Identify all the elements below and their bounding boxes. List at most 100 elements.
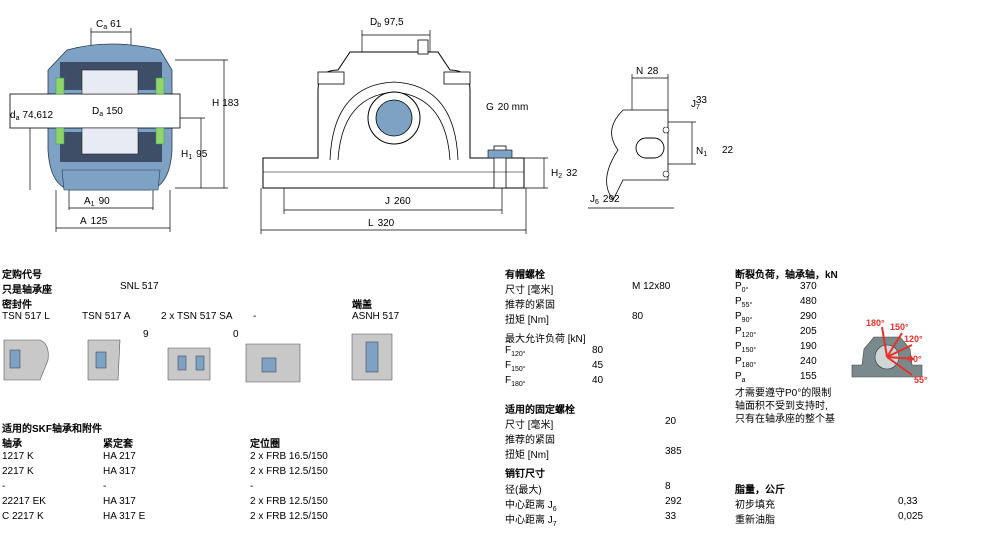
housing-value: SNL 517 [120, 281, 159, 292]
table-cell: 2 x FRB 16.5/150 [250, 451, 328, 462]
grease-title: 脂量，公斤 [735, 485, 785, 496]
seal-item: 2 x TSN 517 SA [161, 311, 233, 322]
dowel-diameter-value: 8 [665, 481, 671, 492]
grease-refill-label: 重新油脂 [735, 515, 775, 526]
breaking-title: 断裂负荷，轴承轴，kN [735, 270, 838, 281]
cap-size-label: 尺寸 [毫米] [505, 285, 554, 296]
fix-size-value: 20 [665, 416, 677, 427]
seal-thumbnails [3, 333, 393, 383]
svg-text:J7: J7 [691, 99, 700, 111]
skf-title: 适用的SKF轴承和附件 [2, 424, 102, 435]
angle-label-150: 150° [890, 322, 909, 332]
breaking-label: P150° [735, 341, 757, 354]
breaking-value: 370 [800, 281, 817, 292]
skf-header: 定位圈 [250, 439, 280, 450]
table-cell: - [250, 481, 254, 492]
breaking-label: Pa [735, 371, 746, 384]
breaking-value: 155 [800, 371, 817, 382]
table-cell: 2 x FRB 12.5/150 [250, 466, 328, 477]
seal-item: TSN 517 A [82, 311, 131, 322]
dowel-j7-label: 中心距离 J7 [505, 515, 557, 528]
fix-recommended-label: 推荐的紧固 [505, 435, 555, 446]
table-cell: HA 217 [103, 451, 136, 462]
breaking-note: 只有在轴承座的整个基 [735, 414, 835, 425]
fix-torque-label: 扭矩 [Nm] [505, 450, 549, 461]
dowel-j6-value: 292 [665, 496, 682, 507]
load-label: F120° [505, 345, 526, 358]
breaking-value: 480 [800, 296, 817, 307]
grease-refill-value: 0,025 [898, 511, 924, 522]
svg-text:33: 33 [696, 95, 708, 106]
skf-header: 紧定套 [103, 439, 133, 450]
fix-torque-value: 385 [665, 446, 682, 457]
table-cell: C 2217 K [2, 511, 44, 522]
cap-torque-value: 80 [632, 311, 644, 322]
svg-text:N1: N1 [696, 146, 707, 158]
table-cell: 1217 K [2, 451, 34, 462]
seals-title: 密封件 [2, 300, 32, 311]
load-angle-diagram: 180° 150° 120° 90° 55° [851, 318, 928, 385]
svg-text:G20 mm: G20 mm [486, 102, 528, 113]
max-load-label: 最大允许负荷 [kN] [505, 334, 586, 345]
table-cell: - [103, 481, 107, 492]
endcover-value: ASNH 517 [352, 311, 400, 322]
table-cell: - [2, 481, 6, 492]
skf-header: 轴承 [2, 439, 22, 450]
load-label: F150° [505, 360, 526, 373]
fix-size-label: 尺寸 [毫米] [505, 420, 554, 431]
seal-item: TSN 517 L [2, 311, 50, 322]
cap-torque-label: 扭矩 [Nm] [505, 315, 549, 326]
table-cell: HA 317 [103, 496, 136, 507]
table-cell: 2 x FRB 12.5/150 [250, 496, 328, 507]
grease-initial-value: 0,33 [898, 496, 918, 507]
dowel-j7-value: 33 [665, 511, 677, 522]
dowel-title: 销钉尺寸 [505, 469, 545, 480]
dowel-j6-label: 中心距离 J6 [505, 500, 557, 513]
n1-value: 22 [722, 145, 734, 156]
load-value: 45 [592, 360, 604, 371]
breaking-label: P0° [735, 281, 749, 294]
breaking-note: 轴面积不受到支持时, [735, 401, 828, 412]
angle-label-180: 180° [866, 318, 885, 328]
load-label: F180° [505, 375, 526, 388]
housing-label: 只是轴承座 [2, 285, 52, 296]
load-value: 80 [592, 345, 604, 356]
dowel-diameter-label: 径(最大) [505, 485, 542, 496]
table-cell: 2 x FRB 12.5/150 [250, 511, 328, 522]
breaking-label: P120° [735, 326, 757, 339]
seal-count: 0 [233, 329, 239, 340]
load-value: 40 [592, 375, 604, 386]
endcover-title: 端盖 [352, 300, 372, 311]
angle-label-55: 55° [914, 375, 928, 385]
table-cell: 2217 K [2, 466, 34, 477]
table-cell: 22217 EK [2, 496, 46, 507]
cap-bolts-title: 有帽螺栓 [505, 270, 545, 281]
breaking-value: 240 [800, 356, 817, 367]
angle-label-90: 90° [908, 354, 922, 364]
svg-text:N28: N28 [636, 66, 659, 77]
breaking-label: P55° [735, 296, 753, 309]
grease-initial-label: 初步填充 [735, 500, 775, 511]
breaking-value: 190 [800, 341, 817, 352]
table-cell: HA 317 [103, 466, 136, 477]
cap-recommended-label: 推荐的紧固 [505, 300, 555, 311]
breaking-label: P90° [735, 311, 753, 324]
fix-bolts-title: 适用的固定螺栓 [505, 405, 575, 416]
breaking-value: 290 [800, 311, 817, 322]
angle-label-120: 120° [904, 334, 923, 344]
breaking-note: 才需要遵守P0°的限制 [735, 388, 832, 399]
